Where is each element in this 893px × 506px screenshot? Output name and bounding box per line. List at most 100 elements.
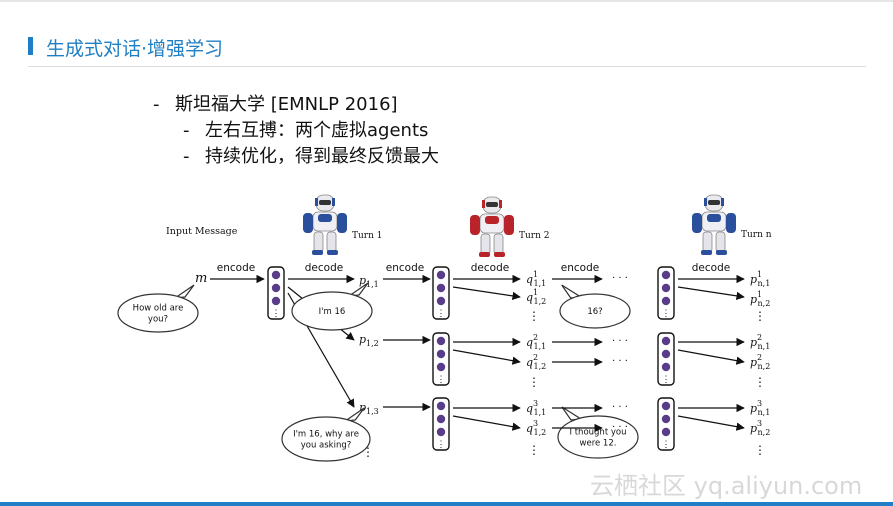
speech-bubble-shape bbox=[557, 415, 639, 459]
hidden-unit bbox=[436, 270, 446, 280]
vertical-ellipsis: ⋮ bbox=[754, 309, 766, 323]
vertical-ellipsis: ⋮ bbox=[528, 375, 540, 389]
bullet-subitem: -持续优化，得到最终反馈最大 bbox=[153, 144, 439, 170]
robot-eyes bbox=[708, 200, 720, 205]
bubble-tail bbox=[344, 407, 365, 422]
robot-chest bbox=[707, 214, 721, 222]
bubble-text: you asking? bbox=[301, 441, 352, 451]
title-accent-bar bbox=[28, 37, 33, 55]
node-frame bbox=[432, 397, 450, 451]
watermark-text: 云栖社区 yq.aliyun.com bbox=[590, 472, 863, 500]
decode-label: decode bbox=[692, 262, 730, 274]
robot-eyes bbox=[319, 200, 331, 205]
encoder-node-turn2: ⋮ bbox=[432, 332, 450, 386]
decode-arrow bbox=[452, 286, 521, 301]
turn-2-label: Turn 2 bbox=[519, 231, 550, 241]
robot-ear bbox=[315, 198, 318, 206]
vertical-ellipsis: ⋮ bbox=[754, 375, 766, 389]
horizontal-ellipsis: · · · bbox=[612, 356, 628, 367]
robot-chest bbox=[485, 216, 499, 224]
vertical-ellipsis: ⋮ bbox=[754, 443, 766, 457]
p-node-label: p1,2 bbox=[359, 333, 379, 348]
encode-label: encode bbox=[386, 262, 424, 274]
robot-foot bbox=[312, 250, 323, 255]
horizontal-ellipsis: · · · bbox=[612, 402, 628, 413]
robot-ear bbox=[332, 198, 335, 206]
robot-arm bbox=[504, 215, 514, 235]
bubble-text: I'm 16 bbox=[319, 307, 346, 317]
robot-leg bbox=[493, 233, 504, 255]
speech-bubble-shape bbox=[117, 293, 199, 333]
robot-leg bbox=[702, 231, 713, 253]
decode-arrow bbox=[677, 349, 745, 365]
decode-arrow bbox=[677, 286, 745, 301]
bullet-marker: - bbox=[183, 120, 190, 141]
node-frame bbox=[657, 332, 675, 386]
node-frame bbox=[432, 332, 450, 386]
hidden-unit bbox=[436, 414, 446, 424]
hidden-unit bbox=[661, 283, 671, 293]
p-node-label: p1,3 bbox=[359, 401, 379, 416]
node-frame bbox=[432, 266, 450, 320]
robot-arm bbox=[726, 213, 736, 233]
decode-arrow bbox=[452, 349, 521, 365]
hidden-unit bbox=[661, 296, 671, 306]
robot-ear bbox=[721, 198, 724, 206]
bullet-list: -斯坦福大学 [EMNLP 2016] -左右互搏：两个虚拟agents -持续… bbox=[153, 92, 439, 170]
hidden-unit bbox=[661, 401, 671, 411]
bubble-text: I'm 16, why are bbox=[293, 430, 359, 440]
bullet-text: 斯坦福大学 [EMNLP 2016] bbox=[175, 94, 398, 115]
node-ellipsis: ⋮ bbox=[662, 309, 671, 319]
hidden-unit bbox=[436, 401, 446, 411]
hidden-unit bbox=[661, 362, 671, 372]
decode-label: decode bbox=[471, 262, 509, 274]
node-frame bbox=[657, 397, 675, 451]
speech-bubble-turn1: I'm 16 bbox=[291, 282, 373, 331]
hidden-unit bbox=[436, 427, 446, 437]
robot-foot bbox=[701, 250, 712, 255]
robot-leg bbox=[480, 233, 491, 255]
bullet-marker: - bbox=[153, 94, 160, 115]
message-m-label: m bbox=[195, 271, 207, 286]
speech-bubble-shape bbox=[559, 293, 631, 329]
bullet-subitem: -左右互搏：两个虚拟agents bbox=[153, 118, 439, 144]
speech-bubble-shape bbox=[291, 291, 373, 331]
hidden-unit bbox=[436, 283, 446, 293]
robot-foot bbox=[494, 252, 505, 257]
encoder-node-turn-n: ⋮ bbox=[657, 397, 675, 451]
speech-bubble-shape bbox=[281, 416, 371, 462]
robot-leg bbox=[715, 231, 726, 253]
robot-leg bbox=[326, 231, 337, 253]
robot-arm bbox=[692, 213, 702, 233]
robot-leg bbox=[313, 231, 324, 253]
hidden-unit bbox=[661, 414, 671, 424]
robot-arm bbox=[303, 213, 313, 233]
hidden-unit bbox=[271, 270, 281, 280]
robot-foot bbox=[479, 252, 490, 257]
vertical-ellipsis: ⋮ bbox=[528, 309, 540, 323]
hidden-unit bbox=[661, 349, 671, 359]
decode-arrow bbox=[677, 415, 745, 431]
encoder-node-turn-n: ⋮ bbox=[657, 332, 675, 386]
encode-label: encode bbox=[561, 262, 599, 274]
horizontal-ellipsis: · · · bbox=[612, 336, 628, 347]
hidden-unit bbox=[436, 336, 446, 346]
speech-bubble-turn2: 16? bbox=[559, 284, 631, 329]
robot-eyes bbox=[486, 202, 498, 207]
hidden-unit bbox=[271, 296, 281, 306]
bubble-text: How old are bbox=[133, 304, 184, 314]
hidden-unit bbox=[436, 349, 446, 359]
decode-arrow bbox=[452, 415, 521, 431]
robot-ear bbox=[499, 200, 502, 208]
